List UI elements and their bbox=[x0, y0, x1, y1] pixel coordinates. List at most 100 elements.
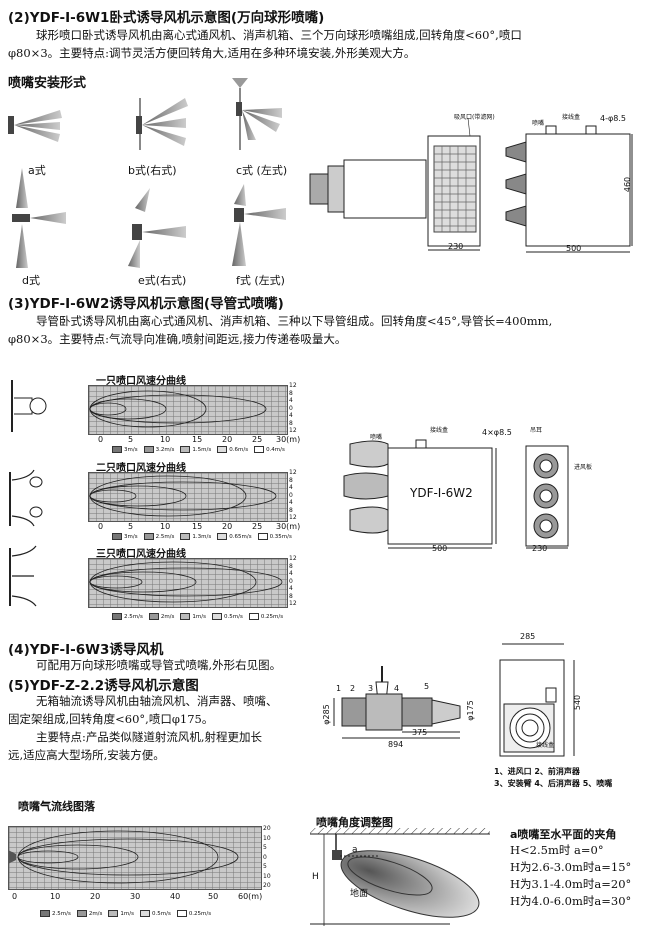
style-f-drawing bbox=[232, 184, 286, 266]
flow-y-ticks: 20 10 5 0 5 10 20 bbox=[263, 824, 277, 891]
w2-lifting-lug: 吊耳 bbox=[530, 427, 543, 434]
w2-junction-label: 接线盒 bbox=[430, 427, 449, 434]
parts-legend-2: 3、安装臂 4、后消声器 5、喷嘴 bbox=[494, 779, 613, 788]
angle-table-heading: a喷嘴至水平面的夹角 bbox=[510, 828, 617, 841]
w2-nozzle-label: 喷嘴 bbox=[370, 434, 383, 441]
chart-1-x-15: 15 bbox=[192, 435, 203, 444]
angle-chart-title: 喷嘴角度调整图 bbox=[316, 816, 393, 829]
chart-2-legend: 3m/s 2.5m/s 1.3m/s 0.65m/s 0.35m/s bbox=[112, 533, 292, 540]
part-3-marker: 3 bbox=[368, 684, 374, 693]
w2-inlet-plate: 进风板 bbox=[574, 464, 593, 471]
w2-dim-500: 500 bbox=[432, 544, 448, 553]
legend-item: 0.5m/s bbox=[223, 614, 243, 620]
legend-item: 2.5m/s bbox=[155, 534, 175, 540]
legend-item: 0.5m/s bbox=[151, 911, 171, 917]
ydf-z22-drawing bbox=[333, 666, 461, 739]
chart-1-legend: 3m/s 3.2m/s 1.5m/s 0.6m/s 0.4m/s bbox=[112, 446, 285, 453]
flow-x-10: 10 bbox=[50, 892, 61, 901]
chart-2-x-5: 5 bbox=[128, 522, 134, 531]
dim-phi175: φ175 bbox=[465, 700, 475, 721]
angle-row-3: H为3.1-4.0m时a=20° bbox=[510, 877, 632, 891]
chart-3-curves bbox=[89, 561, 283, 603]
section-4-title: (4)YDF-I-6W3诱导风机 bbox=[8, 642, 164, 658]
dim-460: 460 bbox=[623, 176, 633, 193]
nozzle-install-diagrams bbox=[8, 78, 286, 268]
legend-item: 3.2m/s bbox=[155, 447, 175, 453]
section-3-title: (3)YDF-I-6W2诱导风机示意图(导管式喷嘴) bbox=[8, 296, 284, 312]
y-tick: 4 bbox=[289, 412, 293, 419]
legend-item: 0.6m/s bbox=[229, 447, 249, 453]
dim-894: 894 bbox=[388, 740, 404, 749]
chart-2-x-25: 25 bbox=[252, 522, 263, 531]
legend-item: 0.65m/s bbox=[229, 534, 252, 540]
legend-item: 0.4m/s bbox=[266, 447, 285, 453]
section-3-text-1: 导管卧式诱导风机由离心式通风机、消声机箱、三种以下导管组成。回转角度<45°,导… bbox=[36, 314, 553, 328]
y-tick: 4 bbox=[289, 484, 293, 491]
y-tick: 4 bbox=[289, 397, 293, 404]
legend-item: 1m/s bbox=[120, 911, 134, 917]
chart-3-y-ticks: 12 8 4 0 4 8 12 bbox=[289, 555, 301, 608]
chart-2-x-30: 30(m) bbox=[276, 522, 301, 531]
flow-x-30: 30 bbox=[130, 892, 141, 901]
angle-a-label: a bbox=[352, 845, 358, 855]
style-b-drawing bbox=[136, 98, 188, 150]
style-c-label: c式 (左式) bbox=[236, 164, 288, 177]
chart-1-curves bbox=[89, 390, 267, 428]
chart-1-x-25: 25 bbox=[252, 435, 263, 444]
hole-spec-label: 4-φ8.5 bbox=[600, 114, 626, 123]
y-tick: 12 bbox=[289, 427, 297, 434]
chart-1-x-10: 10 bbox=[160, 435, 171, 444]
y-tick: 12 bbox=[289, 600, 297, 607]
style-c-drawing bbox=[232, 78, 282, 150]
part-4-marker: 4 bbox=[394, 684, 400, 693]
chart-1-title: 一只喷口风速分曲线 bbox=[96, 376, 186, 387]
dim-285-top: 285 bbox=[520, 632, 536, 641]
chart-2-x-0: 0 bbox=[98, 522, 104, 531]
part-2-marker: 2 bbox=[350, 684, 356, 693]
flow-x-20: 20 bbox=[90, 892, 101, 901]
section-2-title: (2)YDF-I-6W1卧式诱导风机示意图(万向球形喷嘴) bbox=[8, 10, 325, 26]
flow-x-50: 50 bbox=[208, 892, 219, 901]
dim-375: 375 bbox=[412, 728, 428, 737]
duct-nozzle-icons bbox=[9, 380, 47, 607]
w2-model-label: YDF-I-6W2 bbox=[410, 486, 473, 500]
legend-item: 2.5m/s bbox=[124, 614, 143, 620]
legend-item: 1.5m/s bbox=[192, 447, 212, 453]
part-1-marker: 1 bbox=[336, 684, 342, 693]
chart-2-curves bbox=[89, 475, 277, 517]
style-a-drawing bbox=[8, 110, 62, 142]
y-tick: 8 bbox=[289, 562, 293, 570]
parts-legend-1: 1、进风口 2、前消声器 bbox=[494, 767, 580, 776]
legend-item: 2m/s bbox=[88, 911, 103, 917]
section-5-text-3: 主要特点:产品类似隧道射流风机,射程更加长 bbox=[36, 730, 263, 744]
legend-item: 1.3m/s bbox=[192, 534, 212, 540]
y-tick: 12 bbox=[289, 555, 297, 562]
chart-3-legend: 2.5m/s 2m/s 1m/s 0.5m/s 0.25m/s bbox=[112, 613, 283, 620]
w3-junction-label: 接线盒 bbox=[536, 742, 555, 749]
height-h-label: H bbox=[312, 872, 319, 882]
section-3-text-2: φ80×3。主要特点:气流导向准确,喷射间距远,接力传递卷吸量大。 bbox=[8, 332, 347, 346]
y-tick: 4 bbox=[289, 570, 293, 577]
style-d-drawing bbox=[12, 168, 66, 268]
legend-item: 1m/s bbox=[192, 614, 206, 620]
flow-x-0: 0 bbox=[12, 892, 18, 901]
angle-row-1: H<2.5m时 a=0° bbox=[510, 843, 604, 857]
chart-1-x-20: 20 bbox=[222, 435, 233, 444]
y-tick: 12 bbox=[289, 514, 297, 521]
y-tick: 0 bbox=[263, 853, 267, 861]
legend-item: 2.5m/s bbox=[52, 911, 71, 917]
y-tick: 0 bbox=[289, 404, 293, 412]
ground-label: 地面 bbox=[350, 889, 369, 899]
chart-2-title: 二只喷口风速分曲线 bbox=[96, 463, 186, 474]
y-tick: 4 bbox=[289, 585, 293, 592]
legend-item: 0.25m/s bbox=[260, 614, 284, 620]
y-tick: 10 bbox=[263, 872, 271, 880]
y-tick: 0 bbox=[289, 577, 293, 585]
chart-1-y-ticks: 12 8 4 0 4 8 12 bbox=[289, 382, 301, 435]
chart-1-grid bbox=[88, 385, 288, 435]
legend-item: 3m/s bbox=[124, 534, 138, 540]
flow-x-60: 60(m) bbox=[238, 892, 263, 901]
style-e-drawing bbox=[128, 188, 186, 268]
section-4-text: 可配用万向球形喷嘴或导管式喷嘴,外形右见图。 bbox=[36, 658, 282, 672]
section-5-text-1: 无箱轴流诱导风机由轴流风机、消声器、喷嘴、 bbox=[36, 694, 278, 708]
